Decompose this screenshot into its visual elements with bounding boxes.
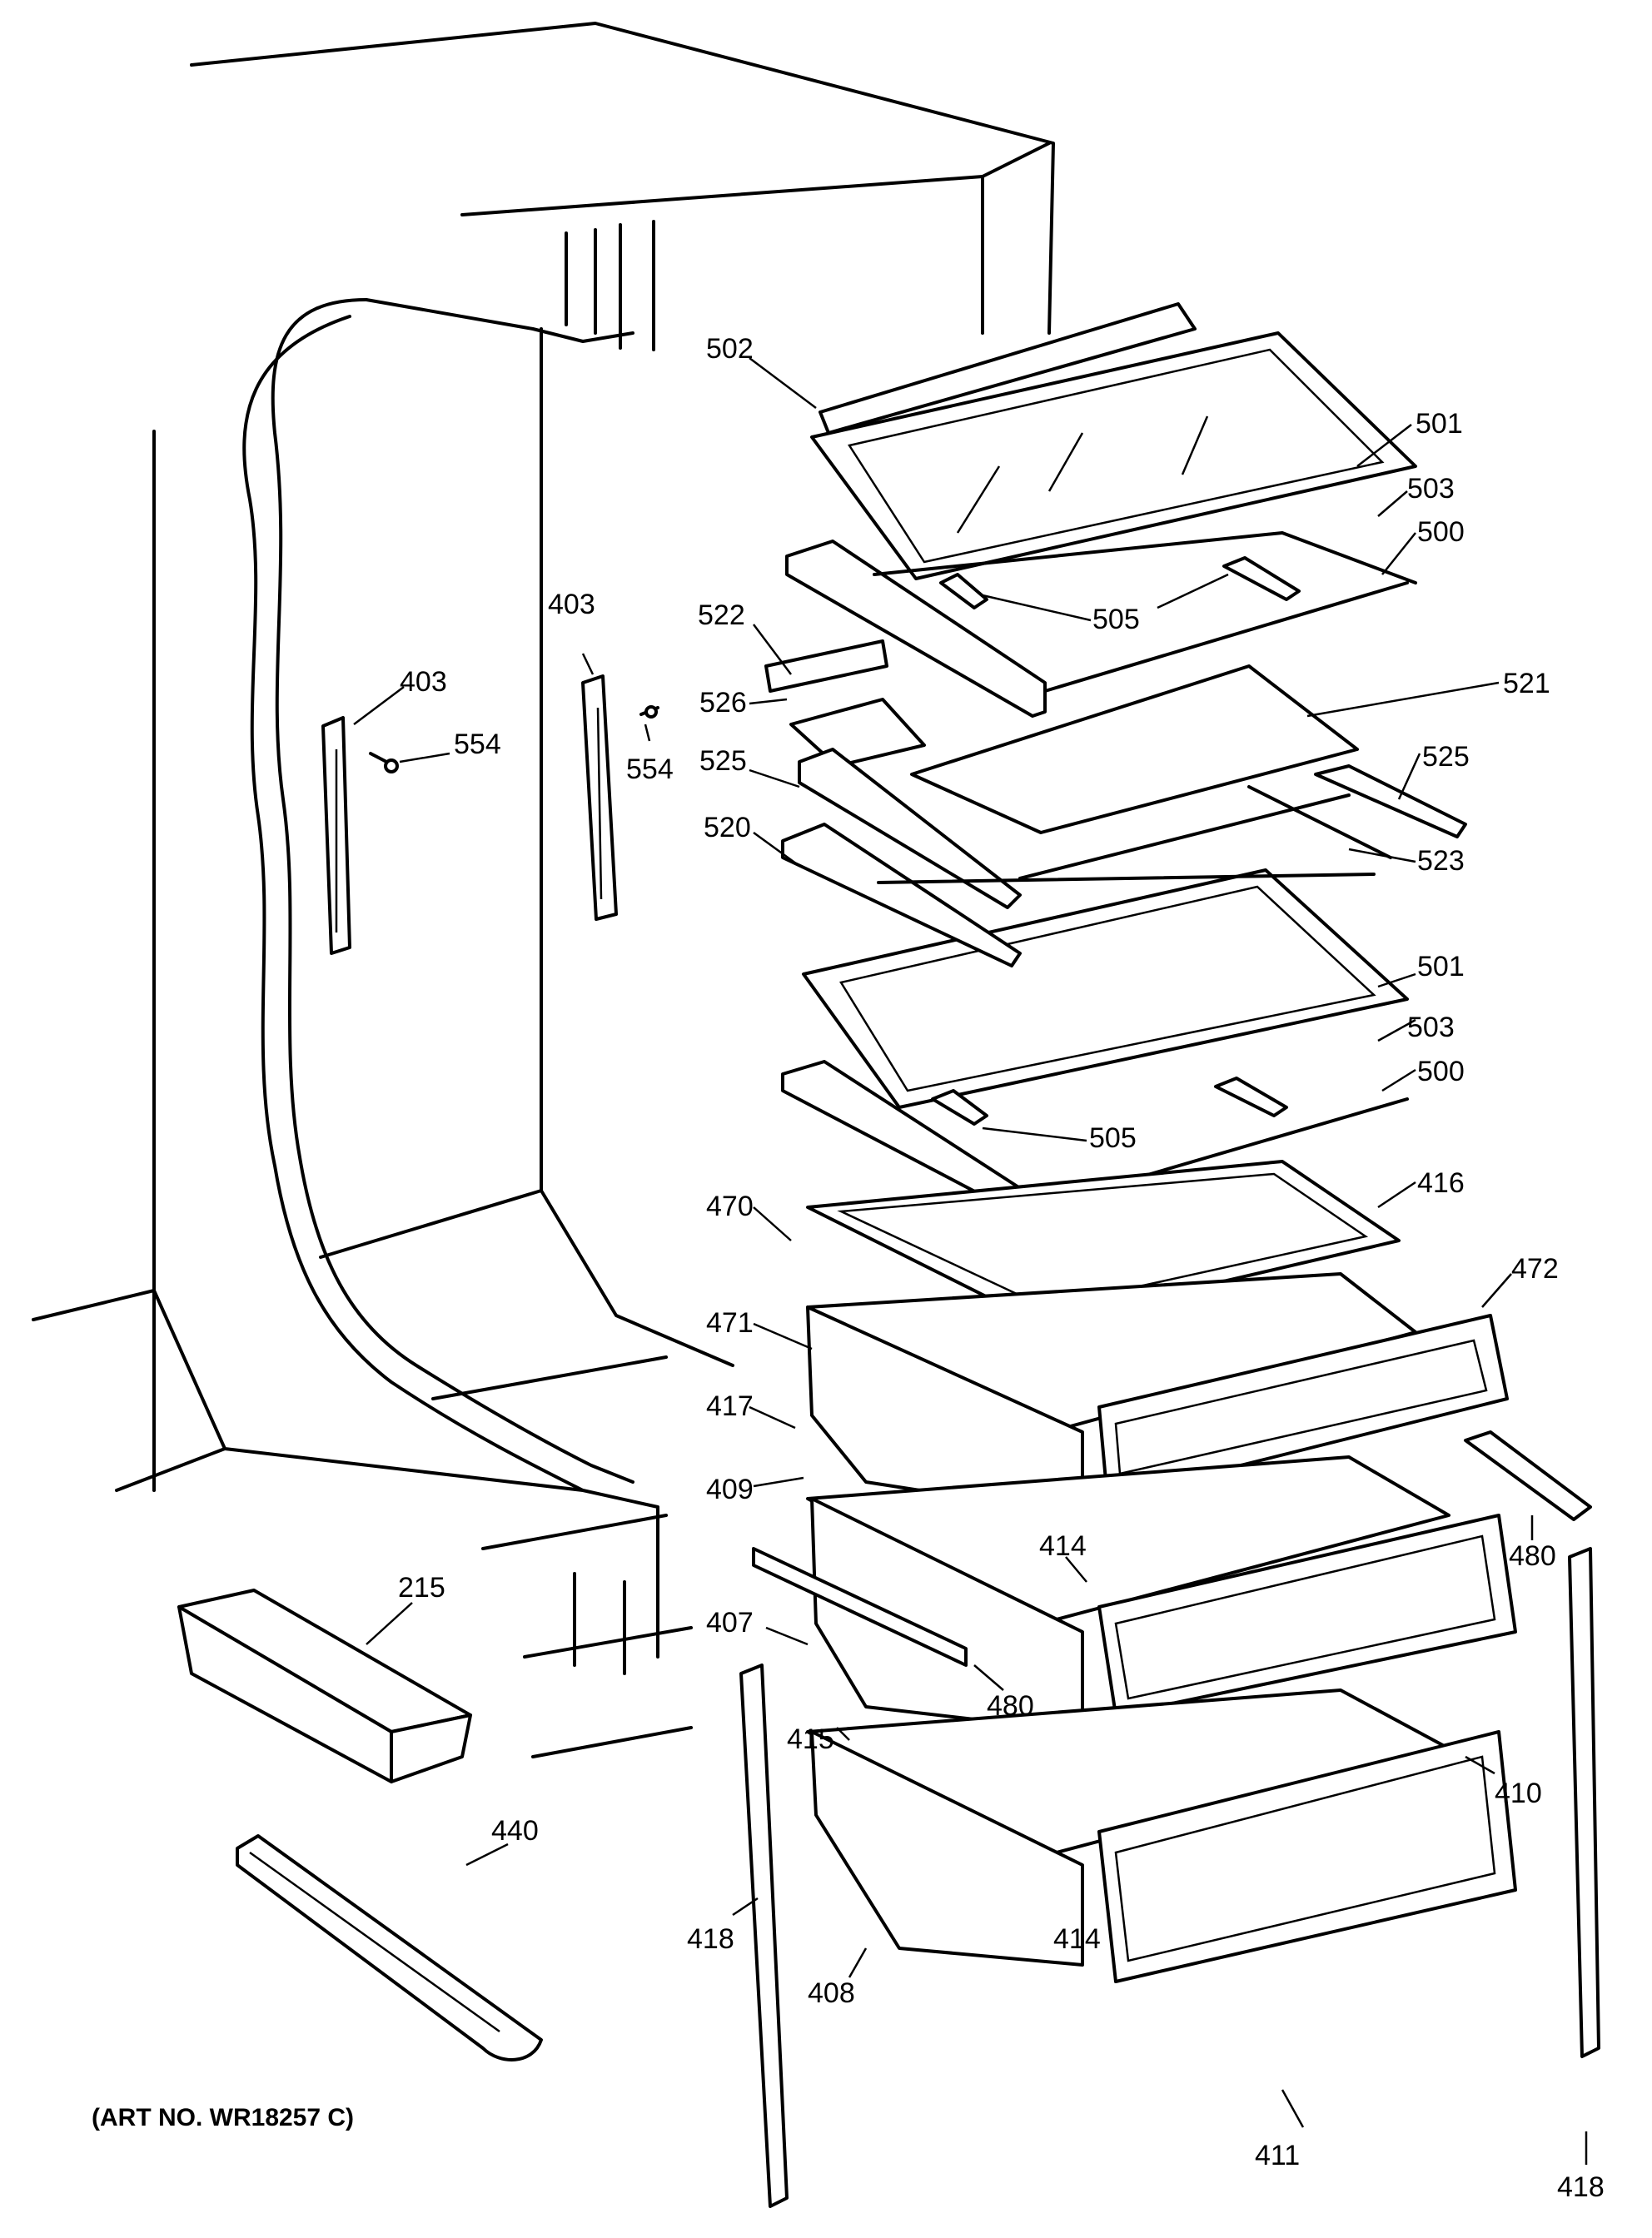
lower-crisper-drawer [806, 1688, 1517, 1983]
callout-522: 522 [698, 599, 745, 631]
callout-500-upper: 500 [1417, 516, 1465, 548]
callout-501-upper: 501 [1416, 408, 1463, 440]
drawer-rail-left [739, 1664, 789, 2208]
crisper-cover [806, 1160, 1401, 1325]
callout-480-left: 480 [987, 1690, 1034, 1722]
callout-501-lower: 501 [1417, 951, 1465, 982]
screw-left [369, 752, 399, 773]
callout-505-lower: 505 [1089, 1122, 1137, 1154]
callout-502: 502 [706, 333, 754, 365]
callout-416: 416 [1417, 1167, 1465, 1199]
callout-470: 470 [706, 1191, 754, 1222]
callout-403-left: 403 [400, 666, 447, 698]
shelf-support-left [321, 716, 351, 955]
callout-472: 472 [1511, 1253, 1559, 1285]
callout-554-right: 554 [626, 753, 674, 785]
split-shelf [764, 639, 1467, 909]
shelf-support-right [581, 674, 618, 921]
callout-414-lower: 414 [1053, 1923, 1101, 1955]
callout-503-lower: 503 [1407, 1012, 1455, 1043]
callout-520: 520 [704, 812, 751, 843]
dairy-bin [177, 1589, 472, 1783]
callout-215: 215 [398, 1572, 445, 1604]
callout-415: 415 [787, 1723, 834, 1755]
callout-409: 409 [706, 1474, 754, 1505]
refrigerator-cabinet [32, 22, 1055, 1758]
callout-418-left: 418 [687, 1923, 734, 1955]
callout-418-right: 418 [1557, 2171, 1605, 2203]
leader-lines [353, 357, 1588, 2165]
callout-411: 411 [1255, 2140, 1300, 2171]
art-number: (ART NO. WR18257 C) [92, 2104, 354, 2131]
callout-523: 523 [1417, 845, 1465, 877]
callout-408: 408 [808, 1977, 855, 2009]
trim-strip [236, 1834, 543, 2061]
callout-440: 440 [491, 1815, 539, 1847]
callout-403-right: 403 [548, 589, 595, 620]
screw-right [639, 705, 659, 719]
callout-503-upper: 503 [1407, 473, 1455, 505]
callout-410: 410 [1495, 1778, 1542, 1809]
drawer-slide-right [1464, 1430, 1592, 1521]
upper-crisper-drawer [806, 1272, 1509, 1517]
callout-525-right: 525 [1422, 741, 1470, 773]
glass-shelf-lower [781, 823, 1409, 1109]
callout-521: 521 [1503, 668, 1550, 699]
callout-471: 471 [706, 1307, 754, 1339]
callout-480-right: 480 [1509, 1540, 1556, 1572]
callout-500-lower: 500 [1417, 1056, 1465, 1087]
shelf-bracket-upper [785, 531, 1417, 718]
glass-shelf-upper [810, 302, 1417, 580]
callout-505-upper: 505 [1092, 604, 1140, 635]
callout-525-left: 525 [699, 745, 747, 777]
drawer-rail-right [1568, 1547, 1600, 2058]
callout-526: 526 [699, 687, 747, 719]
callout-labels: 502 501 503 500 505 522 526 521 525 525 … [92, 333, 1605, 2203]
callout-407: 407 [706, 1607, 754, 1639]
callout-414-upper: 414 [1039, 1530, 1087, 1562]
callout-417: 417 [706, 1390, 754, 1422]
middle-crisper-drawer [752, 1455, 1517, 1733]
callout-554-left: 554 [454, 729, 501, 760]
